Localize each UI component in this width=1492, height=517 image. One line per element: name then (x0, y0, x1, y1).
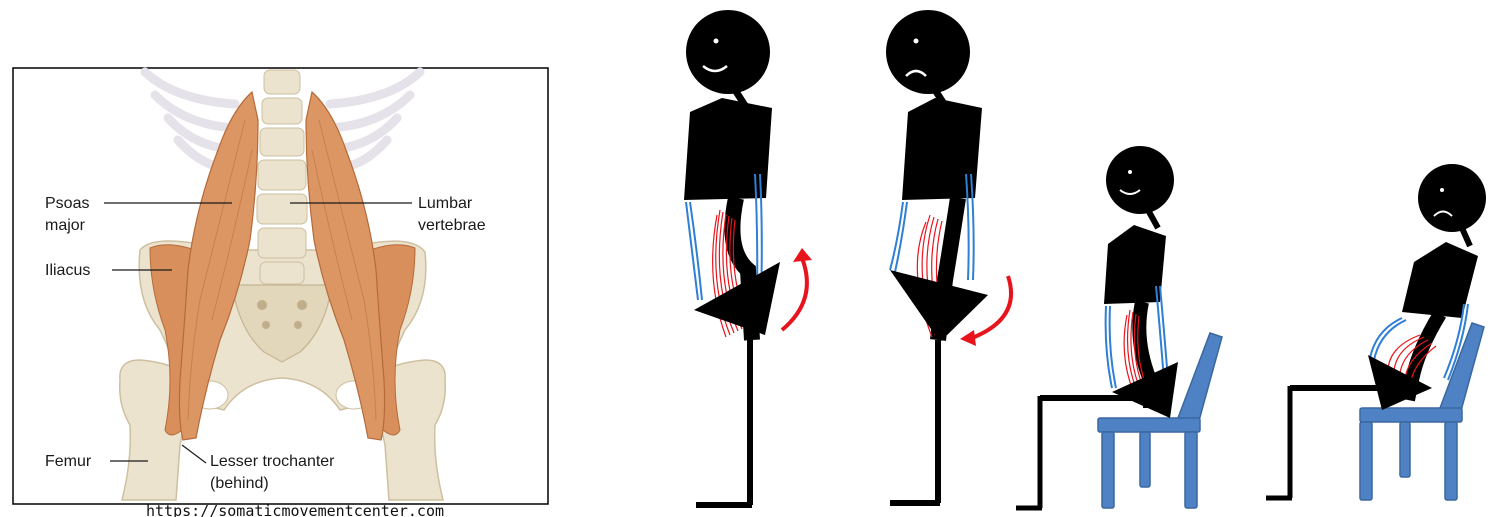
head (886, 10, 970, 94)
neck (1148, 210, 1158, 228)
eye (913, 38, 919, 44)
eye (713, 38, 719, 44)
label-femur: Femur (45, 453, 92, 470)
head (1106, 146, 1174, 214)
figure-seated-neutral (1016, 146, 1222, 508)
label-iliacus: Iliacus (45, 262, 90, 279)
label-lesser-trochanter-line1: Lesser trochanter (210, 453, 335, 470)
head (1418, 164, 1486, 232)
label-lesser-trochanter-line2: (behind) (210, 475, 269, 492)
arrow-head (960, 330, 976, 346)
chair (1098, 333, 1222, 508)
figure-seated-slumped (1266, 164, 1486, 500)
rotation-arrow (972, 276, 1011, 338)
label-lumbar-vertebrae-line2: vertebrae (418, 217, 486, 234)
pelvis (694, 262, 780, 335)
torso (902, 98, 982, 200)
head (686, 10, 770, 94)
arrow-head (793, 248, 812, 262)
lumbar-spine (257, 70, 307, 284)
label-psoas-major-line1: Psoas (45, 195, 89, 212)
figure-standing-neutral (684, 10, 812, 505)
figure-standing-tilted (886, 10, 1011, 503)
label-lumbar-vertebrae-line1: Lumbar (418, 195, 473, 212)
source-url: https://somaticmovementcenter.com (146, 502, 444, 517)
label-psoas-major-line2: major (45, 217, 86, 234)
torso (1402, 242, 1478, 318)
rotation-arrow (782, 258, 807, 330)
eye (1128, 170, 1133, 175)
eye (1440, 188, 1445, 193)
anatomy-illustration: Psoas major Lumbar vertebrae Iliacus Fem… (13, 68, 548, 504)
torso (684, 98, 772, 200)
neck (1462, 228, 1470, 246)
